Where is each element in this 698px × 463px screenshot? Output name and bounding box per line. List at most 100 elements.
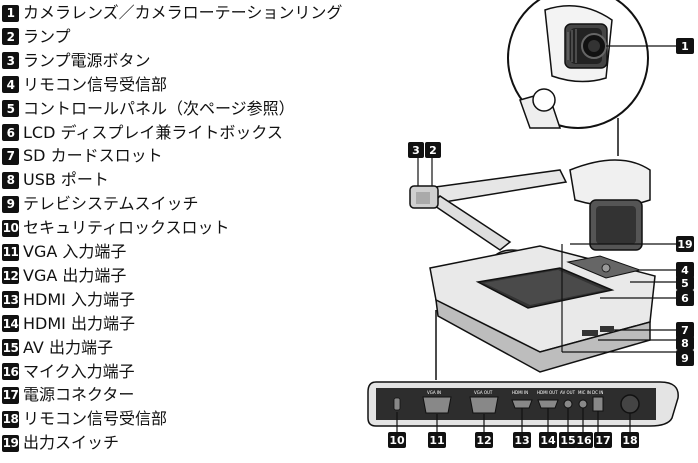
legend-number-badge: 6 (2, 124, 19, 141)
callout-2: 2 (425, 142, 441, 158)
legend-number-badge: 3 (2, 52, 19, 70)
svg-text:14: 14 (540, 434, 556, 447)
legend-label: AV 出力端子 (23, 337, 113, 357)
legend-label: カメラレンズ／カメラローテーションリング (23, 3, 343, 22)
callout-17: 17 (594, 432, 612, 448)
legend-number-badge: 12 (2, 267, 19, 285)
legend-number-badge: 11 (2, 243, 19, 261)
vga-out-port-label: VGA OUT (474, 390, 493, 395)
callout-10: 10 (388, 432, 406, 448)
mic-in-port-label: MIC IN (578, 390, 591, 395)
svg-text:10: 10 (389, 434, 405, 447)
legend-label: ランプ (23, 26, 71, 46)
svg-text:17: 17 (595, 434, 610, 447)
svg-text:15: 15 (560, 434, 575, 447)
legend-number-badge: 15 (2, 339, 19, 357)
legend-number-badge: 7 (2, 147, 19, 165)
callout-1: 1 (676, 38, 694, 54)
legend-label: コントロールパネル（次ページ参照） (23, 98, 295, 118)
av-out-port-label: AV OUT (560, 390, 576, 395)
dc-in-port-label: DC IN (592, 390, 603, 395)
svg-text:11: 11 (429, 434, 444, 447)
callout-14: 14 (539, 432, 557, 448)
legend-label: セキュリティロックスロット (23, 218, 230, 238)
legend-label: マイク入力端子 (23, 361, 135, 381)
svg-text:2: 2 (429, 144, 437, 157)
callout-7: 7 (676, 322, 694, 338)
legend-number-badge: 14 (2, 315, 19, 333)
callout-16: 16 (575, 432, 593, 448)
svg-text:16: 16 (576, 434, 592, 447)
legend-label: SD カードスロット (23, 146, 163, 166)
camera-head-zoom-inset (507, 0, 649, 129)
callout-9: 9 (676, 350, 694, 366)
legend-label: 出力スイッチ (23, 433, 120, 453)
legend-number-badge: 18 (2, 410, 19, 428)
svg-text:7: 7 (681, 324, 689, 337)
legend-number-badge: 19 (2, 434, 19, 452)
legend-label: ランプ電源ボタン (23, 50, 151, 70)
svg-text:8: 8 (681, 337, 689, 350)
vga-in-port-label: VGA IN (427, 390, 441, 395)
callout-13: 13 (513, 432, 531, 448)
callout-6: 6 (676, 290, 694, 306)
hdmi-out-port-label: HDMI OUT (537, 390, 558, 395)
svg-text:4: 4 (681, 264, 689, 277)
svg-text:5: 5 (681, 277, 689, 290)
legend-number-badge: 17 (2, 386, 19, 404)
legend-number-badge: 16 (2, 363, 19, 380)
callout-5: 5 (676, 276, 694, 290)
svg-text:1: 1 (681, 40, 689, 53)
callout-15: 15 (559, 432, 577, 448)
legend-number-badge: 1 (2, 4, 19, 22)
legend-number-badge: 4 (2, 76, 19, 94)
legend-label: VGA 入力端子 (23, 242, 127, 261)
legend-label: VGA 出力端子 (23, 265, 127, 285)
rear-panel: VGA IN VGA OUT HDMI IN HDMI OUT AV OUT M… (367, 381, 679, 427)
legend-number-badge: 2 (2, 28, 19, 46)
svg-text:9: 9 (681, 352, 689, 365)
svg-text:3: 3 (412, 144, 420, 157)
legend-label: リモコン信号受信部 (23, 409, 168, 429)
legend-label: LCD ディスプレイ兼ライトボックス (23, 122, 283, 142)
callout-4: 4 (676, 262, 694, 278)
callout-8: 8 (676, 336, 694, 350)
legend-number-badge: 8 (2, 171, 19, 189)
callout-11: 11 (428, 432, 446, 448)
legend-number-badge: 10 (2, 219, 19, 237)
legend-label: リモコン信号受信部 (23, 74, 168, 94)
svg-text:18: 18 (622, 434, 637, 447)
legend-label: USB ポート (23, 170, 109, 190)
callout-3: 3 (408, 142, 424, 158)
legend-label: 電源コネクター (23, 385, 135, 405)
callout-19: 19 (676, 236, 694, 252)
legend-label: HDMI 入力端子 (23, 289, 135, 309)
svg-text:6: 6 (681, 292, 689, 305)
legend-number-badge: 9 (2, 195, 19, 213)
legend-label: HDMI 出力端子 (23, 313, 135, 333)
svg-text:12: 12 (476, 434, 491, 447)
svg-text:13: 13 (514, 434, 529, 447)
legend-number-badge: 5 (2, 100, 19, 118)
callout-12: 12 (475, 432, 493, 448)
hdmi-in-port-label: HDMI IN (512, 390, 528, 395)
svg-text:19: 19 (677, 238, 692, 251)
